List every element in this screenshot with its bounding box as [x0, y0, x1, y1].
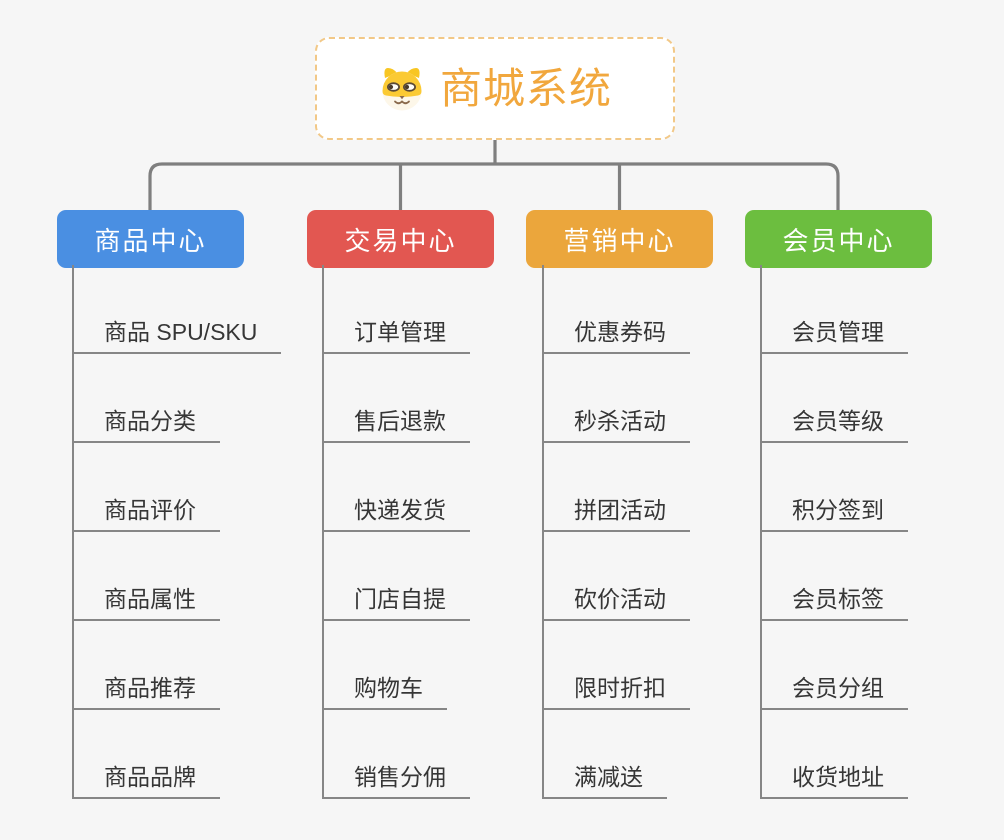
tree-row: 快递发货 — [324, 443, 470, 532]
leaf-node[interactable]: 售后退款 — [324, 408, 470, 443]
leaf-node[interactable]: 会员等级 — [762, 408, 908, 443]
tree-row: 商品品牌 — [74, 710, 281, 799]
branch-header-trade-center[interactable]: 交易中心 — [307, 210, 494, 268]
tree-row: 售后退款 — [324, 354, 470, 443]
branch-items-member-center: 会员管理 会员等级 积分签到 会员标签 会员分组 收货地址 — [760, 265, 908, 799]
branch-items-trade-center: 订单管理 售后退款 快递发货 门店自提 购物车 销售分佣 — [322, 265, 470, 799]
tree-row: 会员等级 — [762, 354, 908, 443]
leaf-node[interactable]: 满减送 — [544, 764, 667, 799]
leaf-node[interactable]: 积分签到 — [762, 497, 908, 532]
branch-header-marketing-center[interactable]: 营销中心 — [526, 210, 713, 268]
tree-row: 商品 SPU/SKU — [74, 265, 282, 354]
branch-header-product-center[interactable]: 商品中心 — [57, 210, 244, 268]
root-title: 商城系统 — [439, 64, 612, 112]
leaf-node[interactable]: 砍价活动 — [544, 586, 690, 621]
tree-row: 会员标签 — [762, 532, 908, 621]
tree-row: 会员分组 — [762, 621, 908, 710]
branch-bus-line — [148, 162, 840, 211]
leaf-node[interactable]: 会员分组 — [762, 675, 908, 710]
root-node[interactable]: 商城系统 — [315, 37, 675, 140]
tree-row: 销售分佣 — [324, 710, 470, 799]
leaf-node[interactable]: 销售分佣 — [324, 764, 470, 799]
tree-row: 拼团活动 — [544, 443, 690, 532]
tree-row: 收货地址 — [762, 710, 908, 799]
tree-row: 购物车 — [324, 621, 470, 710]
leaf-node[interactable]: 限时折扣 — [544, 675, 690, 710]
tree-row: 商品属性 — [74, 532, 281, 621]
tree-row: 秒杀活动 — [544, 354, 690, 443]
leaf-node[interactable]: 秒杀活动 — [544, 408, 690, 443]
leaf-node[interactable]: 商品评价 — [74, 497, 220, 532]
leaf-node[interactable]: 收货地址 — [762, 764, 908, 799]
leaf-node[interactable]: 快递发货 — [324, 497, 470, 532]
tree-row: 满减送 — [544, 710, 690, 799]
leaf-node[interactable]: 商品分类 — [74, 408, 220, 443]
tree-row: 商品推荐 — [74, 621, 281, 710]
leaf-node[interactable]: 拼团活动 — [544, 497, 690, 532]
tree-connectors — [148, 138, 840, 211]
leaf-node[interactable]: 商品 SPU/SKU — [74, 319, 282, 354]
tree-row: 会员管理 — [762, 265, 908, 354]
tree-row: 商品分类 — [74, 354, 281, 443]
branch-items-product-center: 商品 SPU/SKU 商品分类 商品评价 商品属性 商品推荐 商品品牌 — [72, 265, 282, 799]
tree-row: 优惠券码 — [544, 265, 690, 354]
leaf-node[interactable]: 商品属性 — [74, 586, 220, 621]
leaf-node[interactable]: 门店自提 — [324, 586, 470, 621]
tree-row: 商品评价 — [74, 443, 281, 532]
tree-row: 积分签到 — [762, 443, 908, 532]
leaf-node[interactable]: 订单管理 — [324, 319, 470, 354]
leaf-node[interactable]: 商品品牌 — [74, 764, 220, 799]
tree-row: 限时折扣 — [544, 621, 690, 710]
leaf-node[interactable]: 优惠券码 — [544, 319, 690, 354]
tree-row: 订单管理 — [324, 265, 470, 354]
leaf-node[interactable]: 会员管理 — [762, 319, 908, 354]
tree-row: 门店自提 — [324, 532, 470, 621]
leaf-node[interactable]: 会员标签 — [762, 586, 908, 621]
branch-header-member-center[interactable]: 会员中心 — [745, 210, 932, 268]
shiba-dog-icon — [378, 66, 426, 112]
branch-items-marketing-center: 优惠券码 秒杀活动 拼团活动 砍价活动 限时折扣 满减送 — [542, 265, 690, 799]
tree-row: 砍价活动 — [544, 532, 690, 621]
leaf-node[interactable]: 购物车 — [324, 675, 447, 710]
leaf-node[interactable]: 商品推荐 — [74, 675, 220, 710]
